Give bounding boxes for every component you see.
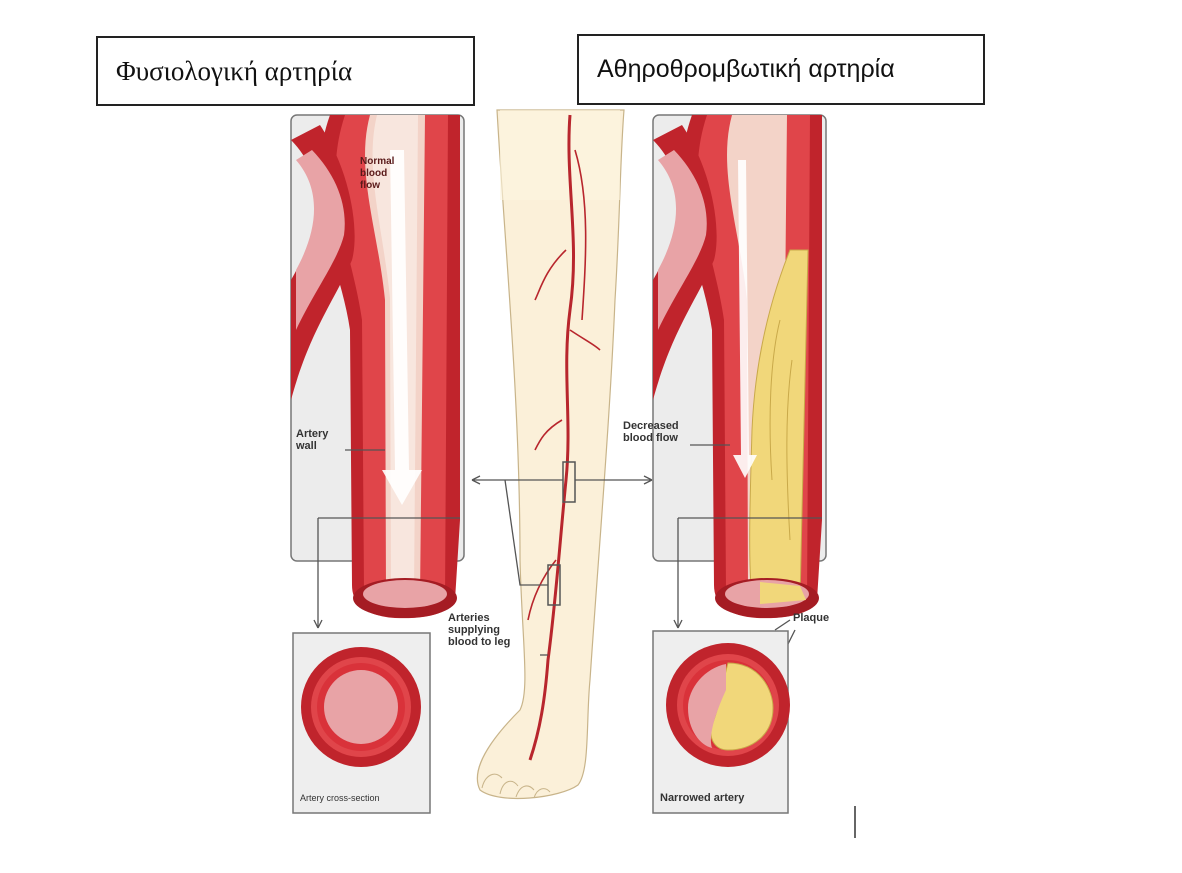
normal-artery-title-text: Φυσιολογική αρτηρία bbox=[116, 56, 352, 87]
decreased-blood-flow-label: Decreased blood flow bbox=[623, 420, 679, 444]
atherothrombotic-artery-title-text: Αθηροθρομβωτική αρτηρία bbox=[597, 55, 895, 84]
narrowed-artery-label: Narrowed artery bbox=[660, 792, 744, 804]
leg-illustration bbox=[477, 110, 624, 798]
artery-wall-label: Artery wall bbox=[296, 428, 328, 452]
artery-cross-section-label: Artery cross-section bbox=[300, 792, 380, 804]
atherothrombotic-artery-title: Αθηροθρομβωτική αρτηρία bbox=[577, 34, 985, 105]
arteries-supplying-label: Arteries supplying blood to leg bbox=[448, 612, 510, 648]
diseased-cross-section bbox=[666, 643, 790, 767]
plaque-label: Plaque bbox=[793, 612, 829, 624]
normal-blood-flow-label: Normal blood flow bbox=[360, 156, 394, 192]
normal-artery-title: Φυσιολογική αρτηρία bbox=[96, 36, 475, 106]
normal-cross-section bbox=[301, 647, 421, 767]
